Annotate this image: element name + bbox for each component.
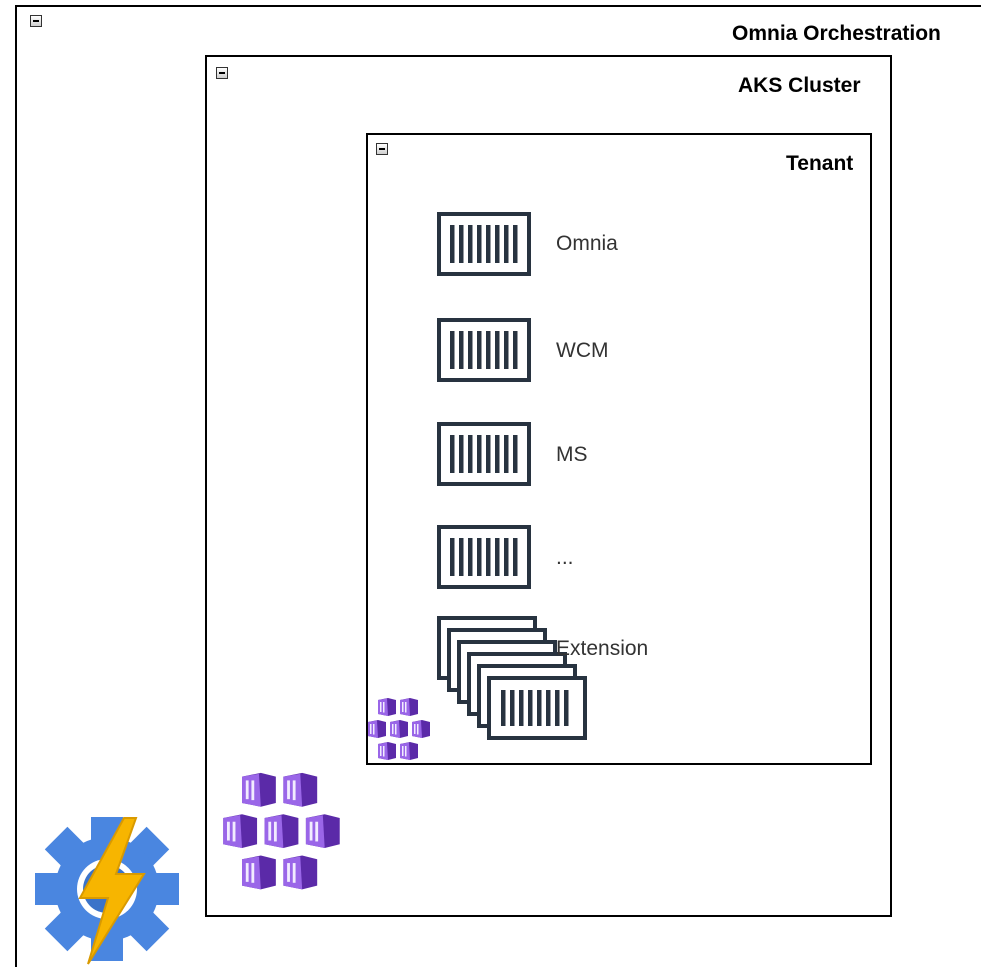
container-icon[interactable] xyxy=(437,422,531,486)
kubernetes-service-icon[interactable] xyxy=(367,697,439,763)
aks-cluster-title: AKS Cluster xyxy=(738,74,861,97)
automation-gear-icon[interactable] xyxy=(32,812,182,967)
container-label-wcm: WCM xyxy=(556,339,609,362)
container-label-extension: Extension xyxy=(556,637,649,660)
omnia-orchestration-title: Omnia Orchestration xyxy=(732,22,941,45)
container-label-ms: MS xyxy=(556,443,588,466)
container-stack-icon[interactable] xyxy=(437,616,597,756)
aks-collapse-icon[interactable] xyxy=(216,67,228,79)
container-label-more: ... xyxy=(556,546,574,569)
tenant-title: Tenant xyxy=(786,152,854,175)
stack-layer xyxy=(487,676,587,740)
kubernetes-service-icon[interactable] xyxy=(217,771,361,895)
outer-collapse-icon[interactable] xyxy=(30,15,42,27)
container-label-omnia: Omnia xyxy=(556,232,618,255)
container-icon[interactable] xyxy=(437,525,531,589)
tenant-collapse-icon[interactable] xyxy=(376,143,388,155)
container-icon[interactable] xyxy=(437,318,531,382)
container-icon[interactable] xyxy=(437,212,531,276)
